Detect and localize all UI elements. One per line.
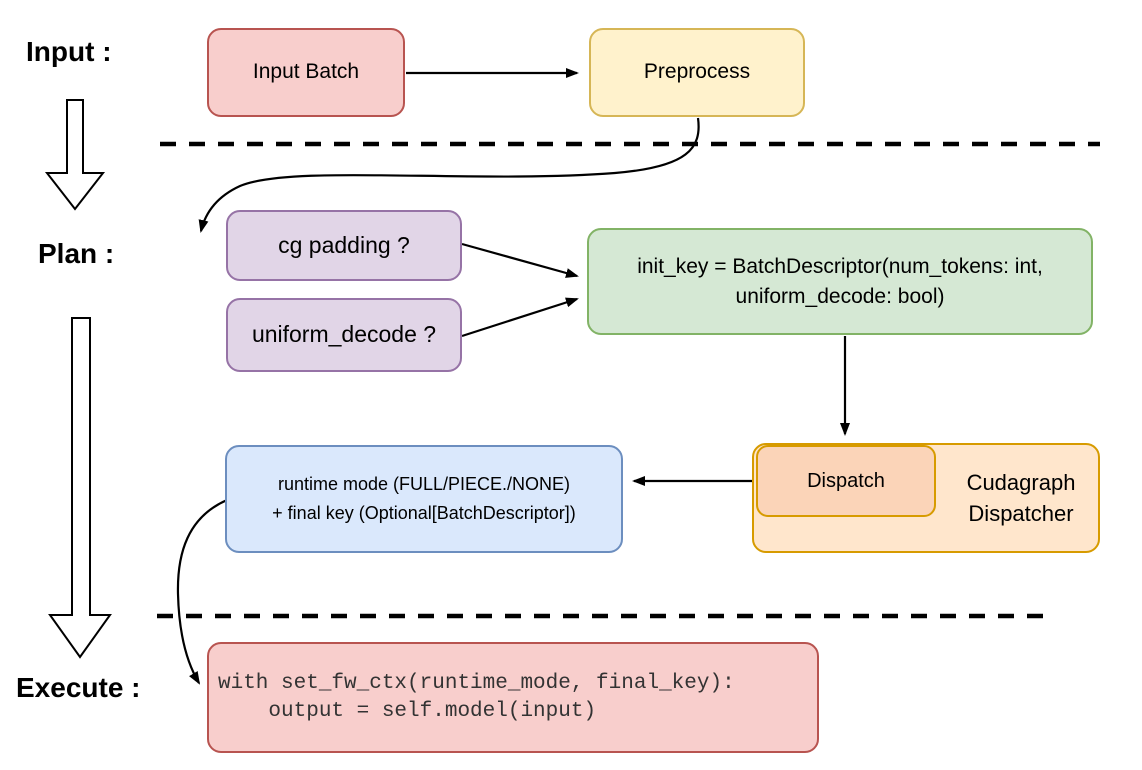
node-runtime-mode: runtime mode (FULL/PIECE./NONE) + final … — [225, 445, 623, 553]
node-cg-padding-label: cg padding ? — [278, 231, 410, 258]
stage-label-execute: Execute : — [16, 672, 141, 703]
node-uniform-decode: uniform_decode ? — [226, 298, 462, 372]
connector-runtime-mode-to-execute-code — [176, 498, 228, 685]
node-input-batch-label: Input Batch — [252, 60, 360, 84]
cudagraph-label-line2: Dispatcher — [968, 501, 1074, 526]
cudagraph-label-line1: Cudagraph — [966, 470, 1076, 495]
node-execute-code: with set_fw_ctx(runtime_mode, final_key)… — [207, 642, 819, 753]
node-cg-padding: cg padding ? — [226, 210, 462, 281]
node-init-key-line2: uniform_decode: bool) — [735, 284, 945, 308]
connector-preprocess-to-cg-padding — [198, 117, 700, 233]
connector-uniform-decode-to-init-key — [461, 297, 579, 338]
node-init-key-line1: init_key = BatchDescriptor(num_tokens: i… — [637, 254, 1043, 278]
input-stage-down-arrow-icon — [44, 99, 106, 211]
execute-code-line1: with set_fw_ctx(runtime_mode, final_key)… — [218, 671, 735, 695]
node-runtime-mode-line1: runtime mode (FULL/PIECE./NONE) — [277, 474, 571, 494]
node-dispatch: Dispatch — [756, 445, 936, 517]
execute-code-line2: output = self.model(input) — [218, 699, 597, 723]
node-preprocess: Preprocess — [589, 28, 805, 117]
connector-cg-padding-to-init-key — [461, 242, 579, 278]
stage-label-plan: Plan : — [38, 238, 115, 269]
node-preprocess-label: Preprocess — [643, 60, 751, 84]
node-dispatch-label: Dispatch — [807, 469, 885, 492]
stage-label-input: Input : — [26, 36, 112, 67]
node-input-batch: Input Batch — [207, 28, 405, 117]
node-cudagraph-dispatcher-label: Cudagraph Dispatcher — [940, 443, 1102, 553]
node-uniform-decode-label: uniform_decode ? — [251, 321, 437, 348]
node-runtime-mode-line2: + final key (Optional[BatchDescriptor]) — [272, 503, 576, 523]
node-init-key: init_key = BatchDescriptor(num_tokens: i… — [587, 228, 1093, 335]
plan-stage-down-arrow-icon — [48, 317, 112, 659]
